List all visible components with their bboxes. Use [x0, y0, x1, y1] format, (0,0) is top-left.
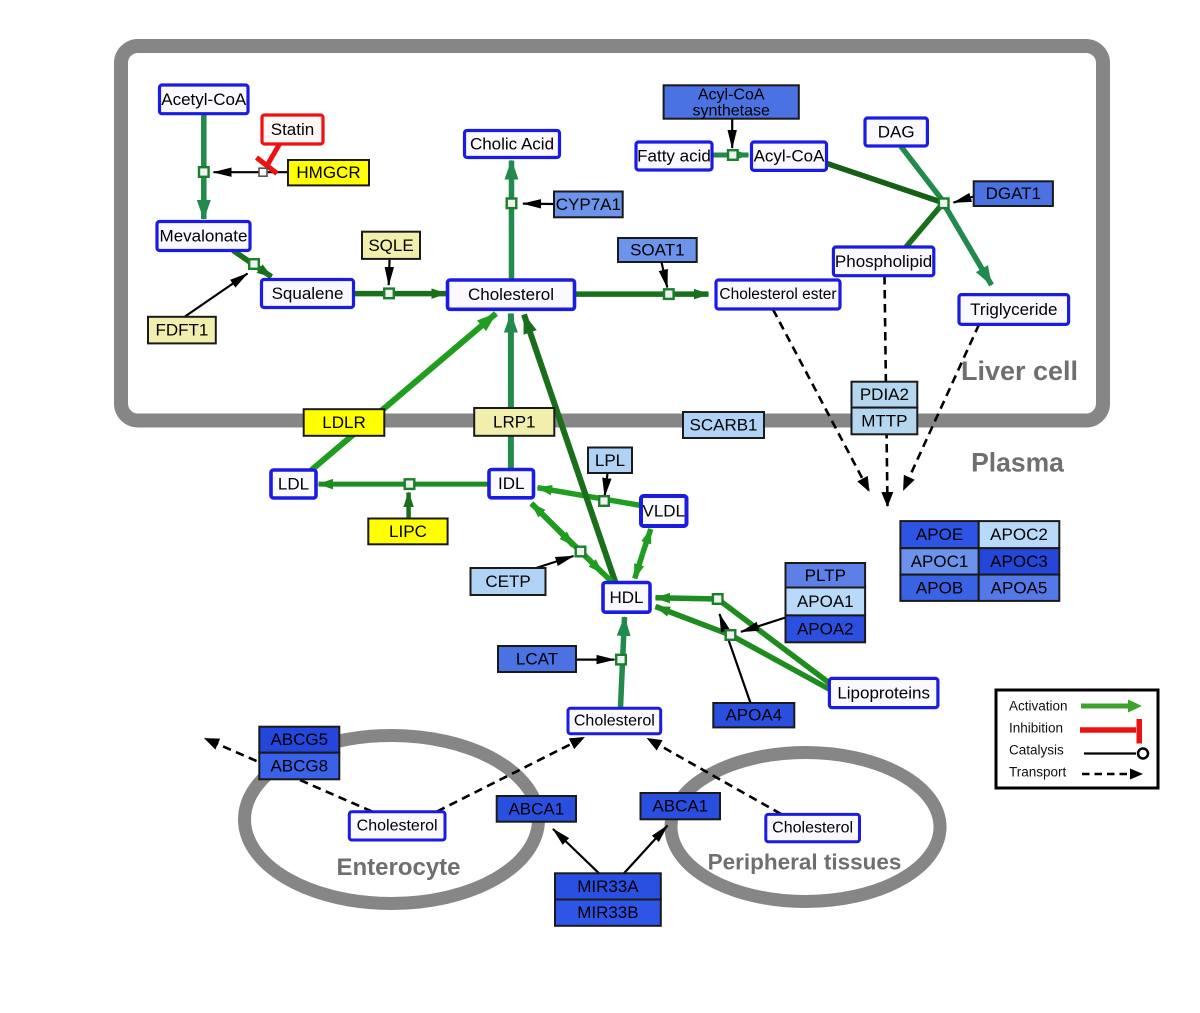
svg-text:Enterocyte: Enterocyte	[336, 854, 460, 881]
svg-text:DGAT1: DGAT1	[986, 184, 1041, 203]
svg-text:Cholesterol: Cholesterol	[574, 713, 655, 730]
svg-text:Acyl-CoA: Acyl-CoA	[698, 86, 765, 103]
svg-text:LDLR: LDLR	[322, 413, 365, 432]
svg-text:Cholic Acid: Cholic Acid	[470, 135, 554, 154]
svg-text:MIR33B: MIR33B	[577, 903, 638, 922]
svg-text:ABCG5: ABCG5	[270, 730, 328, 749]
svg-text:LDL: LDL	[278, 475, 309, 494]
svg-text:ABCA1: ABCA1	[652, 797, 708, 816]
svg-text:APOC3: APOC3	[990, 552, 1048, 571]
svg-text:Cholesterol: Cholesterol	[357, 817, 438, 834]
svg-text:Lipoproteins: Lipoproteins	[837, 684, 930, 703]
svg-text:Liver cell: Liver cell	[961, 356, 1078, 386]
svg-text:APOB: APOB	[916, 578, 963, 597]
svg-text:APOA1: APOA1	[797, 592, 854, 611]
svg-text:Phospholipid: Phospholipid	[835, 252, 932, 271]
svg-text:VLDL: VLDL	[642, 502, 685, 521]
svg-text:Inhibition: Inhibition	[1009, 721, 1063, 736]
svg-text:Peripheral tissues: Peripheral tissues	[708, 850, 902, 875]
svg-text:LCAT: LCAT	[516, 650, 558, 669]
svg-text:Mevalonate: Mevalonate	[160, 227, 248, 246]
svg-text:HDL: HDL	[609, 588, 643, 607]
svg-text:DAG: DAG	[878, 123, 915, 142]
svg-text:Squalene: Squalene	[272, 284, 344, 303]
svg-text:APOA4: APOA4	[725, 706, 782, 725]
svg-text:synthetase: synthetase	[693, 102, 770, 119]
svg-text:CETP: CETP	[485, 572, 530, 591]
svg-text:Cholesterol: Cholesterol	[468, 285, 554, 304]
svg-text:FDFT1: FDFT1	[155, 321, 208, 340]
svg-text:Plasma: Plasma	[971, 448, 1064, 478]
svg-text:Triglyceride: Triglyceride	[970, 300, 1057, 319]
svg-text:MIR33A: MIR33A	[577, 877, 639, 896]
svg-text:ABCG8: ABCG8	[270, 757, 328, 776]
svg-text:LRP1: LRP1	[493, 412, 536, 431]
svg-text:MTTP: MTTP	[861, 411, 907, 430]
svg-text:SCARB1: SCARB1	[689, 416, 757, 435]
svg-text:Statin: Statin	[271, 120, 314, 139]
svg-text:PDIA2: PDIA2	[860, 385, 909, 404]
svg-text:IDL: IDL	[498, 474, 524, 493]
svg-text:APOA5: APOA5	[991, 578, 1048, 597]
svg-text:LIPC: LIPC	[389, 522, 427, 541]
svg-text:HMGCR: HMGCR	[296, 163, 360, 182]
svg-text:APOA2: APOA2	[797, 619, 854, 638]
svg-text:PLTP: PLTP	[805, 566, 846, 585]
svg-text:APOC2: APOC2	[990, 525, 1048, 544]
svg-text:Transport: Transport	[1009, 765, 1067, 780]
svg-text:ABCA1: ABCA1	[508, 799, 564, 818]
svg-text:Cholesterol ester: Cholesterol ester	[719, 286, 836, 303]
svg-text:SQLE: SQLE	[368, 236, 413, 255]
svg-text:SOAT1: SOAT1	[630, 241, 684, 260]
svg-text:LPL: LPL	[595, 451, 625, 470]
svg-text:Acyl-CoA: Acyl-CoA	[754, 147, 826, 166]
svg-text:Fatty acid: Fatty acid	[637, 147, 711, 166]
svg-text:CYP7A1: CYP7A1	[556, 195, 621, 214]
svg-text:Catalysis: Catalysis	[1009, 743, 1064, 758]
svg-text:APOC1: APOC1	[911, 552, 969, 571]
svg-text:Activation: Activation	[1009, 699, 1068, 714]
svg-text:APOE: APOE	[916, 525, 963, 544]
svg-text:Acetyl-CoA: Acetyl-CoA	[161, 90, 247, 109]
svg-text:Cholesterol: Cholesterol	[772, 820, 853, 837]
